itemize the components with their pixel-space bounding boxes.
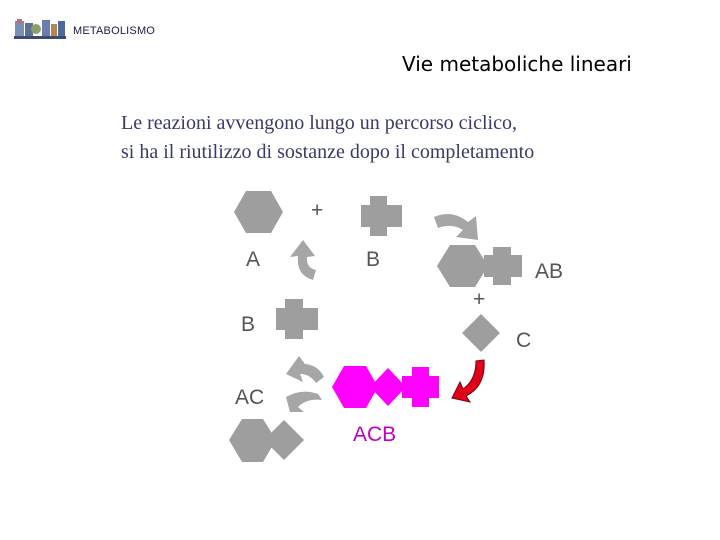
curved-arrow-top-right: [434, 213, 478, 240]
label-a: A: [246, 248, 261, 271]
label-acb: ACB: [353, 423, 397, 446]
molecule-ac-diamond: [264, 420, 304, 460]
metabolism-logo-icon: [14, 19, 66, 39]
curved-arrow-left-lower: [286, 391, 322, 412]
label-ab: AB: [535, 260, 564, 283]
plus-sign-right: +: [473, 288, 486, 311]
molecule-b-cross-left: [276, 299, 318, 339]
molecule-ab-hexagon: [437, 245, 488, 287]
molecule-a-hexagon: [234, 191, 283, 233]
slide-title: Vie metaboliche lineari: [402, 52, 632, 76]
body-line-2: si ha il riutilizzo di sostanze dopo il …: [121, 141, 535, 163]
label-ac: AC: [235, 386, 265, 409]
molecule-ac-hexagon: [229, 419, 276, 462]
curved-arrow-left-upper: [290, 240, 316, 280]
plus-sign-top: +: [311, 199, 324, 222]
molecule-acb-cross: [402, 367, 439, 407]
active-reaction-arrow: [451, 359, 485, 403]
curved-arrow-left-middle: [286, 356, 324, 383]
molecule-b-cross-top: [361, 196, 402, 236]
label-c: C: [516, 329, 532, 352]
molecule-ab-cross: [484, 247, 522, 285]
molecule-acb-hexagon: [332, 366, 378, 408]
molecule-acb-diamond: [370, 368, 406, 406]
label-b-top: B: [366, 248, 381, 271]
label-b-left: B: [241, 313, 256, 336]
molecule-c-diamond: [462, 314, 500, 352]
body-line-1: Le reazioni avvengono lungo un percorso …: [121, 112, 517, 134]
header-label: METABOLISMO: [73, 25, 156, 37]
